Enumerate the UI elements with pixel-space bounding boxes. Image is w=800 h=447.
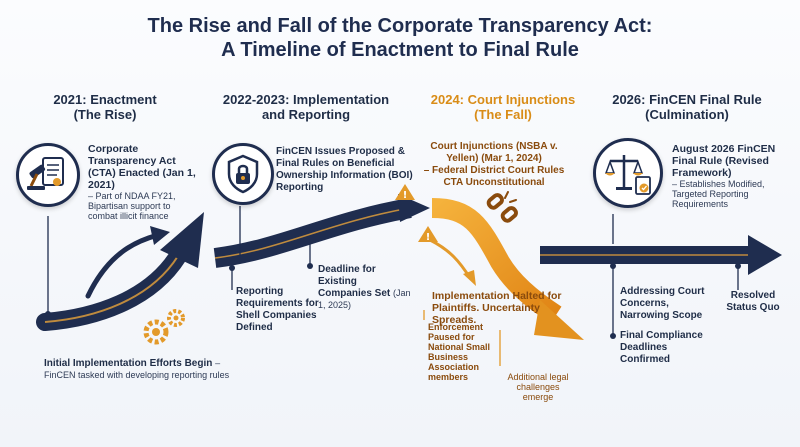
event-detail: (Jan 1, 2025): [318, 288, 411, 310]
event-court-injunctions: Court Injunctions (NSBA v. Yellen) (Mar …: [422, 141, 566, 189]
event-addressing: Addressing Court Concerns, Narrowing Sco…: [620, 286, 705, 321]
event-fincen-rules: FinCEN Issues Proposed & Final Rules on …: [276, 146, 413, 193]
phase-header-implementation: 2022-2023: Implementation and Reporting: [206, 92, 406, 122]
phase-title: 2026: FinCEN Final Rule: [612, 92, 762, 107]
broken-chain-icon: [486, 191, 518, 223]
page-title-line2: A Timeline of Enactment to Final Rule: [221, 39, 579, 61]
event-title: Corporate Transparency Act (CTA) Enacted…: [88, 143, 196, 191]
phase-subtitle: (Culmination): [645, 107, 729, 122]
phase-header-fall: 2024: Court Injunctions (The Fall): [420, 92, 586, 122]
phase-title: 2021: Enactment: [53, 92, 157, 107]
event-detail: – Federal District Court Rules CTA Uncon…: [423, 165, 565, 188]
implementation-arrow: [213, 194, 430, 268]
rise-arrow: [36, 212, 204, 331]
shield-lock-icon: [212, 143, 274, 205]
gears-icon: [143, 309, 185, 345]
event-title: Court Injunctions (NSBA v. Yellen) (Mar …: [430, 141, 558, 164]
event-legal-challenges: Additional legal challenges emerge: [507, 372, 569, 402]
culmination-arrow: [540, 235, 782, 275]
phase-subtitle: (The Rise): [73, 107, 137, 122]
svg-text:!: !: [403, 190, 408, 201]
event-final-deadlines: Final Compliance Deadlines Confirmed: [620, 330, 703, 365]
event-title: Deadline for Existing Companies Set: [318, 264, 391, 299]
fall-connectors: [423, 310, 501, 366]
phase-title: 2024: Court Injunctions: [430, 92, 576, 107]
event-initial-efforts: Initial Implementation Efforts Begin – F…: [44, 358, 234, 382]
phase-subtitle: and Reporting: [261, 107, 351, 122]
event-dots: [45, 263, 741, 339]
fall-arrow: [429, 198, 584, 340]
event-final-rule: August 2026 FinCEN Final Rule (Revised F…: [672, 143, 788, 209]
svg-text:!: !: [426, 232, 431, 243]
event-shell-requirements: Reporting Requirements for Shell Compani…: [236, 286, 319, 333]
event-status-quo: Resolved Status Quo: [726, 290, 780, 313]
event-cta-enacted: Corporate Transparency Act (CTA) Enacted…: [88, 143, 198, 221]
phase-title: 2022-2023: Implementation: [222, 92, 390, 107]
rise-curve-arrowhead: [150, 226, 170, 245]
phase-header-enactment: 2021: Enactment (The Rise): [40, 92, 170, 122]
phase-subtitle: (The Fall): [474, 107, 532, 122]
event-halted: Implementation Halted for Plaintiffs. Un…: [432, 290, 562, 326]
warning-icon: !: [395, 184, 415, 201]
event-enforcement-paused: Enforcement Paused for National Small Bu…: [428, 322, 491, 382]
event-detail: – Establishes Modified, Targeted Reporti…: [672, 179, 765, 209]
page-title-line1: The Rise and Fall of the Corporate Trans…: [147, 15, 653, 37]
event-detail: – Part of NDAA FY21, Bipartisan support …: [88, 191, 176, 221]
scales-of-justice-icon: [593, 138, 663, 208]
warning-icon: !: [418, 226, 438, 243]
event-title: Initial Implementation Efforts Begin: [44, 358, 213, 369]
rise-curve-thin: [85, 232, 161, 299]
gavel-document-icon: [16, 143, 80, 207]
event-connectors: [47, 206, 739, 336]
event-deadline: Deadline for Existing Companies Set (Jan…: [318, 264, 412, 312]
page-title: The Rise and Fall of the Corporate Trans…: [0, 14, 800, 62]
event-detail: – FinCEN tasked with developing reportin…: [44, 358, 230, 380]
phase-header-culmination: 2026: FinCEN Final Rule (Culmination): [602, 92, 772, 122]
event-title: August 2026 FinCEN Final Rule (Revised F…: [672, 143, 776, 179]
